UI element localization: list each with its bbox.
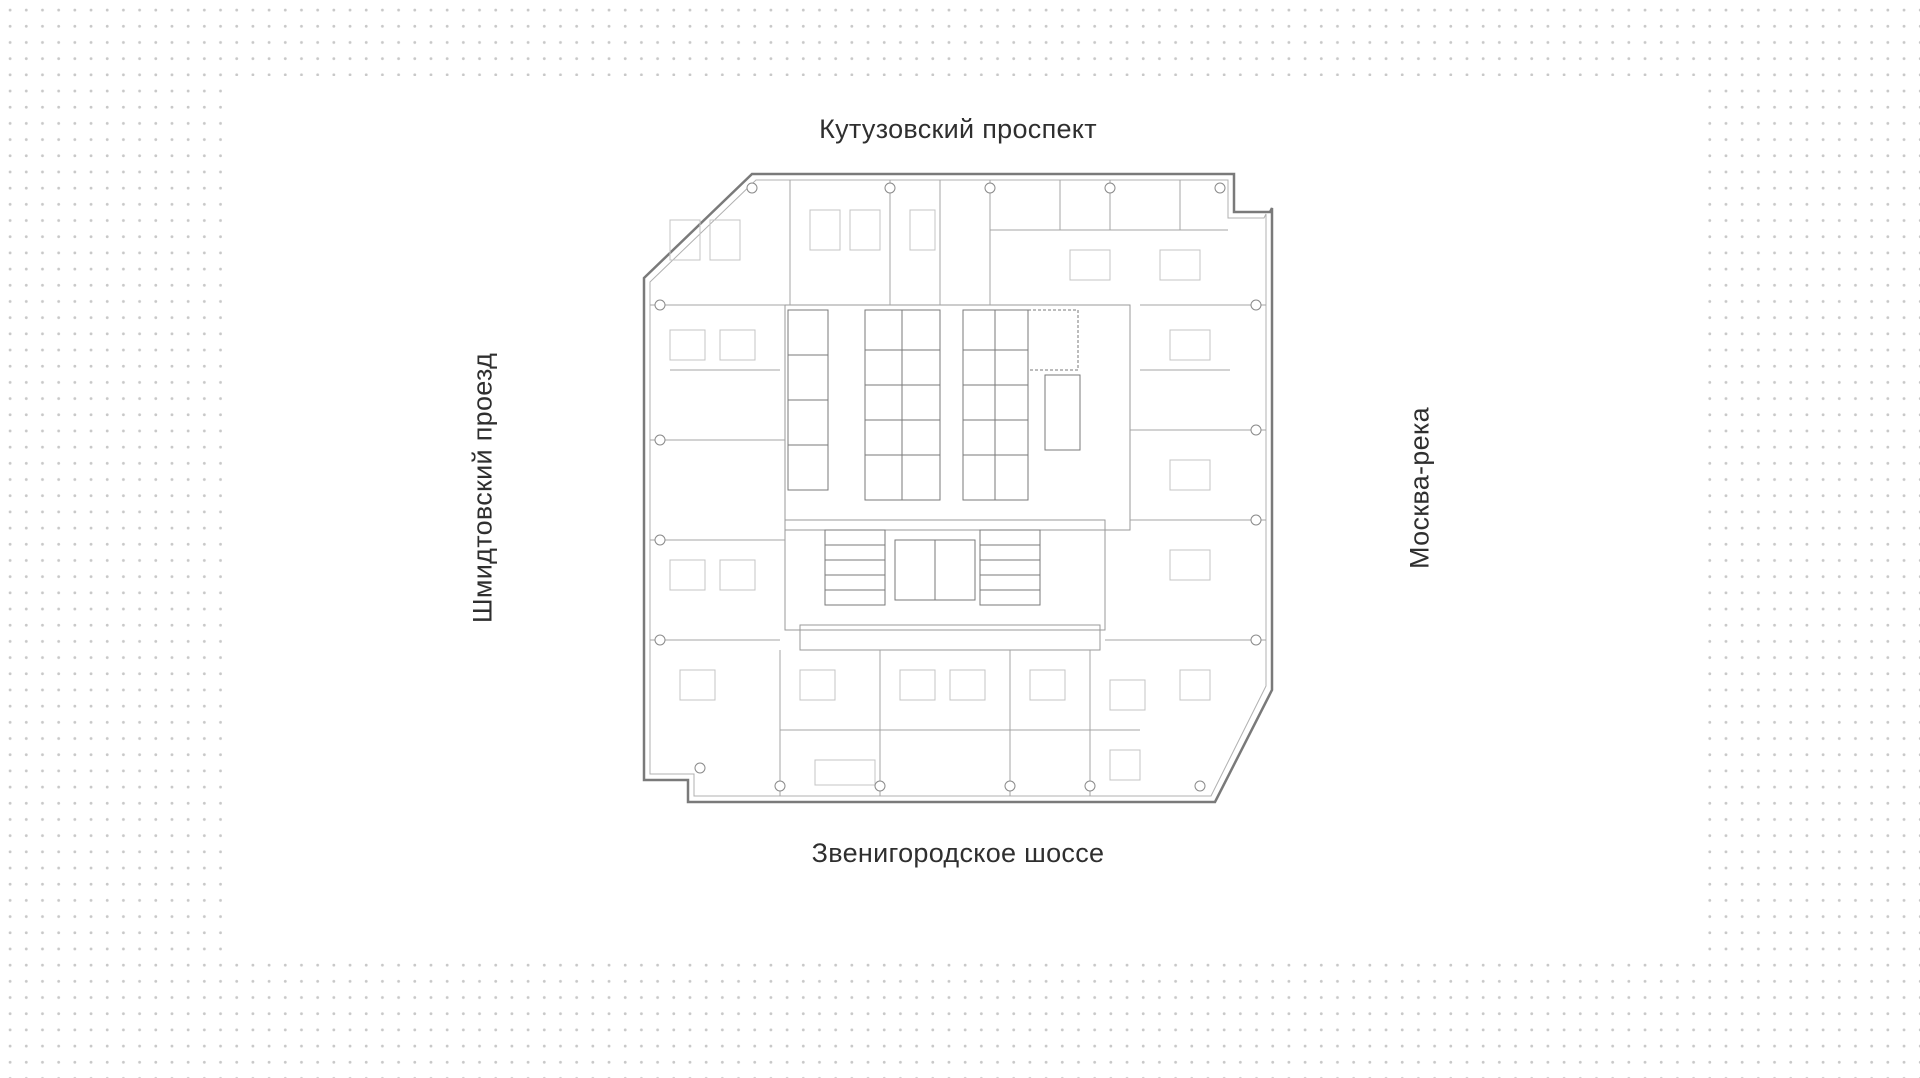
street-label-east: Москва-река <box>1404 407 1435 569</box>
structural-columns <box>654 182 1262 792</box>
floor-plan <box>642 172 1274 804</box>
street-label-south: Звенигородское шоссе <box>811 838 1105 868</box>
street-label-west: Шмидтовский проезд <box>467 352 498 624</box>
floor-plan-inner-outline <box>649 179 1267 797</box>
street-label-north: Кутузовский проспект <box>819 114 1097 144</box>
central-core <box>784 304 1131 651</box>
furniture-clusters <box>669 209 1211 786</box>
plan-area <box>222 76 1698 962</box>
floor-plan-outline <box>642 172 1274 804</box>
office-partitions <box>650 180 1266 796</box>
